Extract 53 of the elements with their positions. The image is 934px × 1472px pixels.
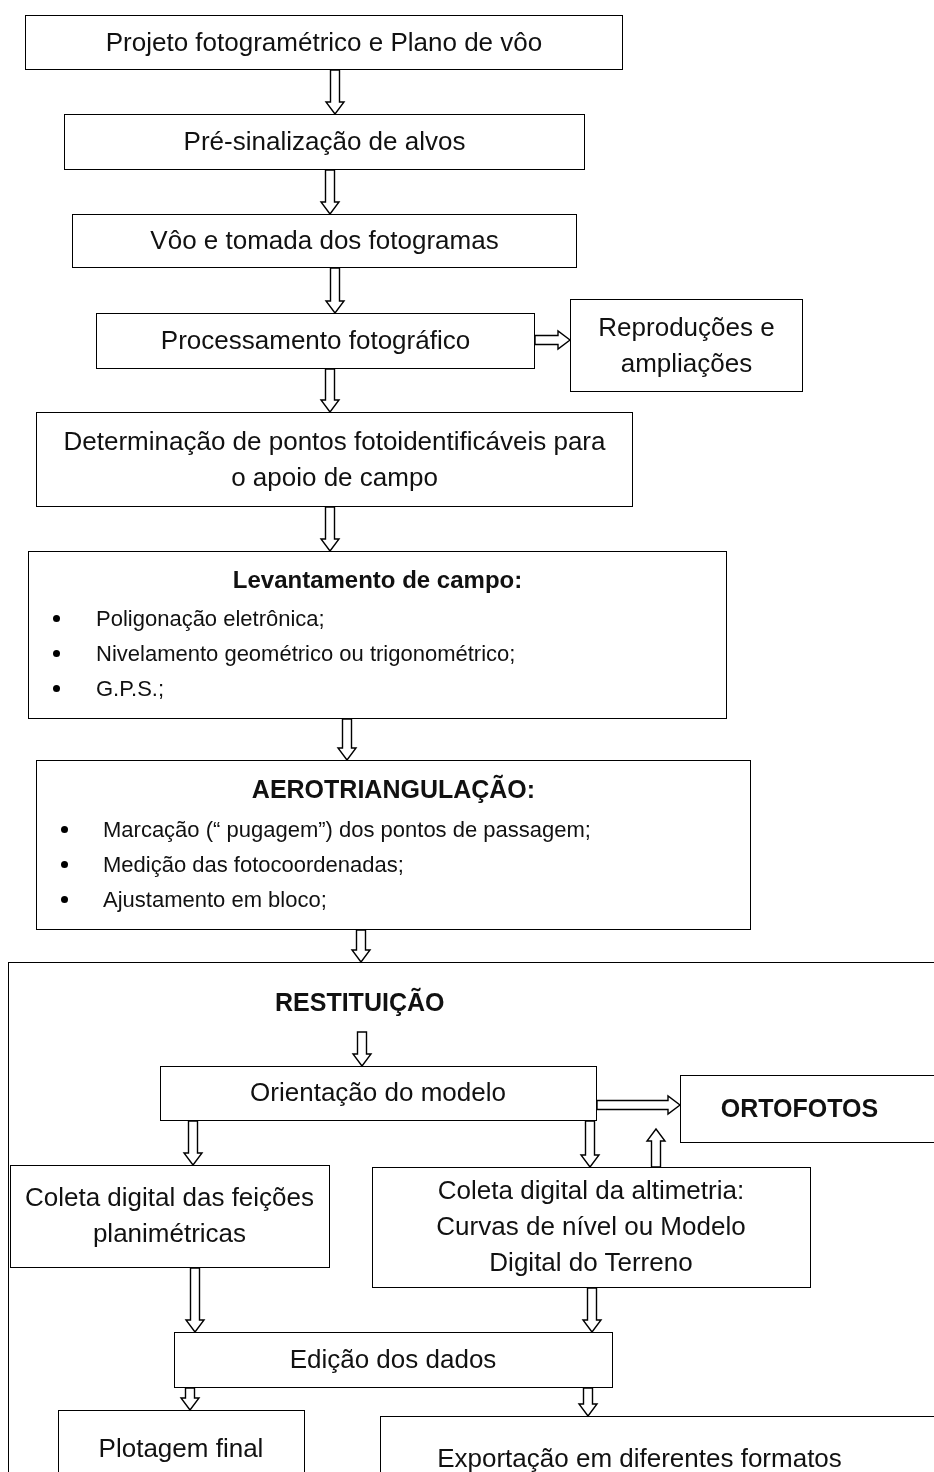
- block-arrow: [577, 1387, 599, 1418]
- box-text: Pré-sinalização de alvos: [183, 125, 466, 159]
- process-box: [64, 114, 585, 170]
- box-text: Coleta digital das feições planimétricas: [23, 1181, 316, 1250]
- bullet-item: Marcação (“ pugagem”) dos pontos de passagem;: [61, 811, 591, 847]
- process-box: [25, 15, 623, 70]
- block-arrow: [351, 1031, 373, 1068]
- block-arrow: [324, 69, 346, 116]
- box-text: Reproduções e ampliações: [597, 310, 776, 380]
- process-box: [36, 412, 633, 507]
- bullet-item: G.P.S.;: [53, 671, 165, 707]
- section-heading: RESTITUIÇÃO: [275, 987, 445, 1017]
- bullet-item: Poligonação eletrônica;: [53, 601, 325, 637]
- block-arrow: [179, 1387, 201, 1412]
- block-arrow: [324, 267, 346, 315]
- box-text: Vôo e tomada dos fotogramas: [150, 224, 499, 258]
- box-text: Determinação de pontos fotoidentificáveis para o apoio de campo: [62, 424, 607, 494]
- process-box: [96, 313, 535, 369]
- box-heading: Levantamento de campo:: [232, 565, 523, 595]
- box-text: Plotagem final: [98, 1431, 264, 1465]
- box-text: Edição dos dados: [289, 1342, 497, 1376]
- block-arrow: [645, 1127, 667, 1168]
- process-box: [570, 299, 803, 392]
- block-arrow: [534, 329, 572, 351]
- process-box: [159, 1065, 597, 1121]
- bullet-item: Nivelamento geométrico ou trigonométrico;: [53, 636, 516, 672]
- block-arrow: [184, 1267, 206, 1334]
- group-box: [8, 962, 934, 1472]
- box-text: Processamento fotográfico: [160, 324, 471, 358]
- box-text: Projeto fotogramétrico e Plano de vôo: [105, 25, 543, 59]
- process-box: [28, 551, 727, 719]
- box-heading: AEROTRIANGULAÇÃO:: [251, 773, 536, 805]
- block-arrow: [579, 1120, 601, 1169]
- block-arrow: [319, 506, 341, 553]
- bullet-item: Ajustamento em bloco;: [61, 881, 327, 917]
- box-text: ORTOFOTOS: [720, 1093, 879, 1125]
- process-box: [679, 1074, 934, 1143]
- block-arrow: [581, 1287, 603, 1334]
- block-arrow: [336, 718, 358, 762]
- block-arrow: [319, 368, 341, 414]
- block-arrow: [319, 169, 341, 216]
- box-text: Orientação do modelo: [250, 1076, 506, 1110]
- box-text: Coleta digital da altimetria: Curvas de nível ou Modelo Digital do Terreno: [435, 1174, 747, 1279]
- process-box: [173, 1331, 613, 1388]
- process-box: [371, 1166, 811, 1288]
- process-box: [36, 760, 751, 930]
- box-text: Exportação em diferentes formatos: [437, 1441, 842, 1472]
- process-box: [9, 1164, 330, 1268]
- bullet-item: Medição das fotocoordenadas;: [61, 846, 404, 882]
- block-arrow: [596, 1094, 682, 1116]
- process-box: [72, 214, 577, 268]
- block-arrow: [350, 929, 372, 964]
- block-arrow: [182, 1120, 204, 1167]
